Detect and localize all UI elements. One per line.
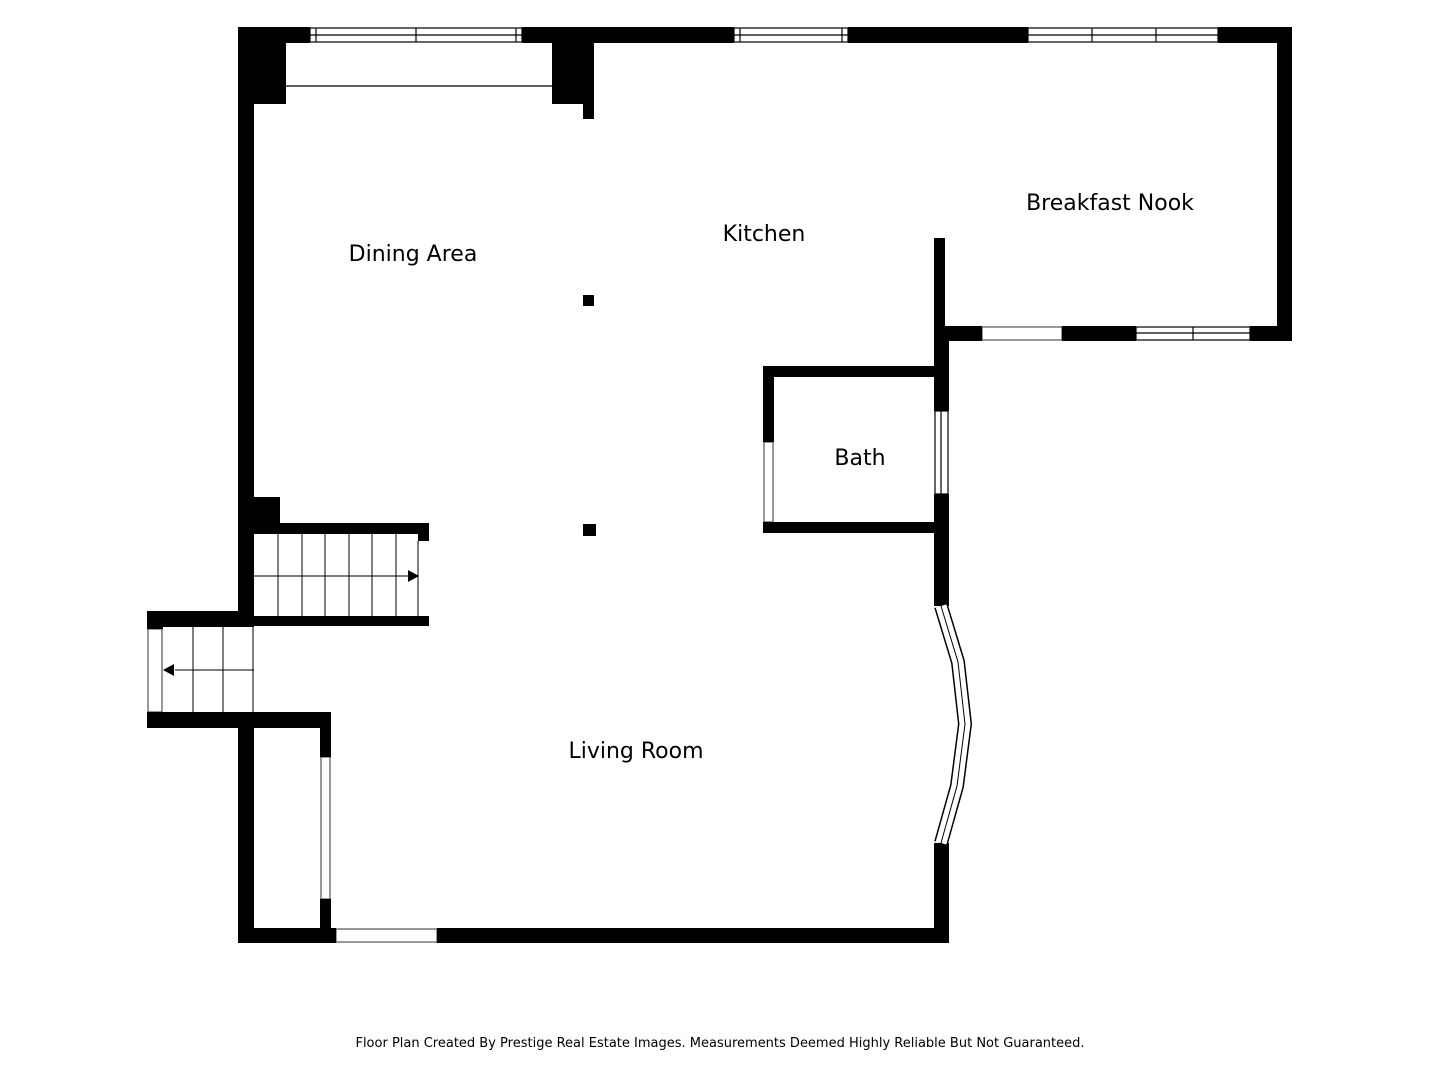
room-label-bath: Bath xyxy=(834,446,885,471)
staircase-upper xyxy=(254,534,419,616)
windows xyxy=(309,27,1251,845)
openings xyxy=(147,326,1063,943)
room-label-kitchen: Kitchen xyxy=(723,222,806,247)
staircase-entry xyxy=(163,627,254,712)
walls xyxy=(147,27,1292,943)
room-label-living-room: Living Room xyxy=(568,739,703,764)
stair-down-arrow-icon xyxy=(163,664,174,676)
room-label-dining-area: Dining Area xyxy=(349,242,478,267)
room-label-breakfast-nook: Breakfast Nook xyxy=(1026,191,1194,216)
stair-up-arrow-icon xyxy=(408,570,419,582)
footer-disclaimer: Floor Plan Created By Prestige Real Esta… xyxy=(355,1036,1084,1051)
